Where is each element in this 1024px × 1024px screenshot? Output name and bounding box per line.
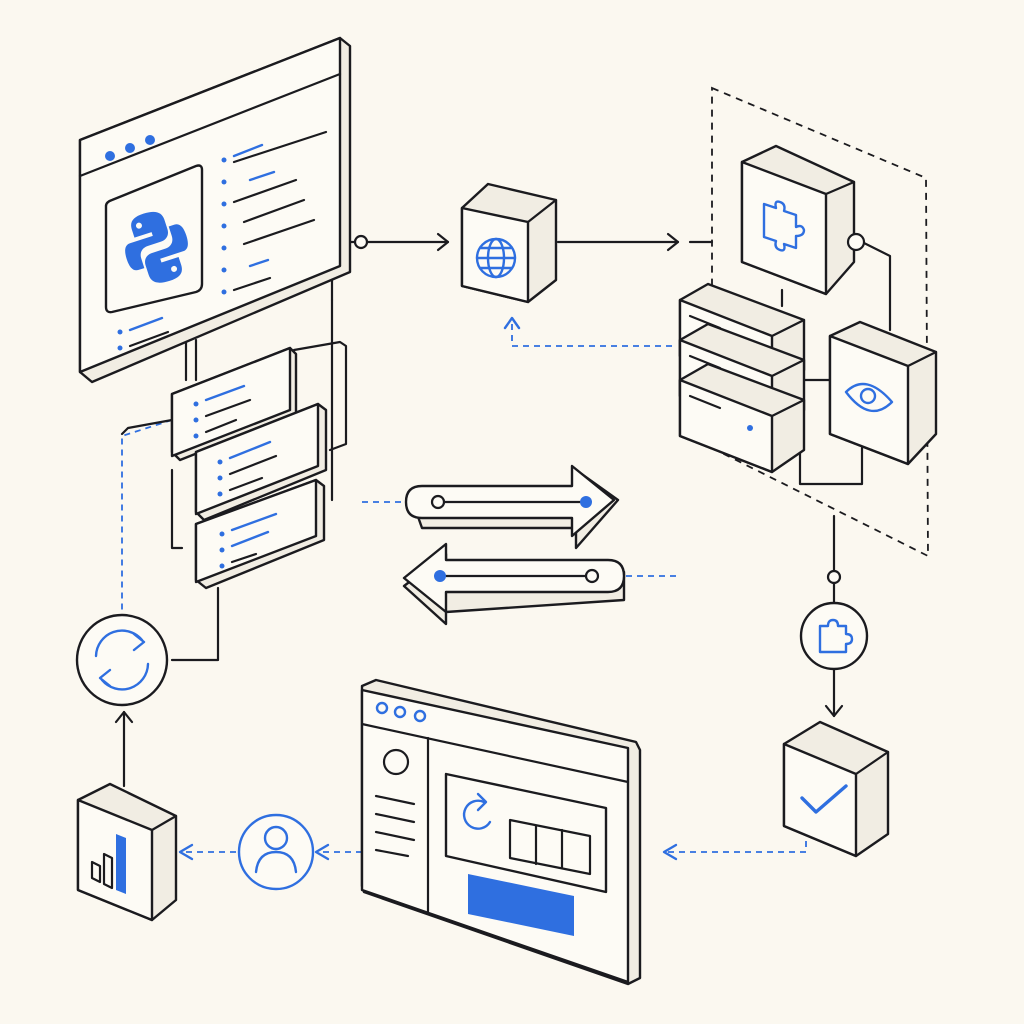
progress-segments bbox=[508, 818, 592, 876]
puzzle-icon bbox=[762, 200, 806, 252]
server-light-icon bbox=[747, 425, 753, 431]
message-queue-stack bbox=[170, 346, 328, 590]
dashboard-card bbox=[444, 772, 608, 894]
server-unit bbox=[678, 362, 806, 474]
check-cube[interactable] bbox=[782, 720, 890, 858]
window-dot-icon bbox=[393, 705, 407, 719]
forward-flow-arrow bbox=[404, 464, 620, 550]
puzzle-icon bbox=[818, 618, 854, 654]
sidebar-lines bbox=[374, 794, 416, 858]
dashboard-window bbox=[360, 678, 642, 986]
connector-lines bbox=[114, 232, 892, 861]
user-badge[interactable] bbox=[237, 813, 315, 891]
plugin-badge[interactable] bbox=[799, 601, 869, 671]
queue-panel bbox=[194, 478, 326, 590]
user-icon bbox=[254, 825, 298, 874]
globe-icon bbox=[475, 237, 517, 279]
backward-flow-arrow bbox=[402, 542, 626, 626]
bar-chart-icon bbox=[90, 834, 126, 894]
server-rack bbox=[678, 282, 806, 474]
primary-action-button[interactable] bbox=[468, 874, 574, 936]
sync-icon bbox=[94, 629, 150, 691]
monitor-cube[interactable] bbox=[828, 320, 938, 466]
code-lines-icon bbox=[219, 512, 278, 569]
code-lines-icon bbox=[217, 440, 278, 497]
code-lines-icon bbox=[193, 384, 252, 439]
python-logo-icon bbox=[125, 211, 188, 283]
window-dot-icon bbox=[125, 143, 135, 153]
avatar bbox=[382, 748, 410, 776]
code-editor-window bbox=[78, 36, 352, 384]
check-icon bbox=[800, 784, 848, 814]
globe-cube[interactable] bbox=[460, 182, 558, 304]
refresh-icon bbox=[462, 792, 492, 830]
plugin-cube[interactable] bbox=[740, 144, 866, 296]
eye-icon bbox=[844, 382, 894, 413]
code-lines-icon bbox=[117, 130, 328, 351]
analytics-cube[interactable] bbox=[76, 782, 178, 922]
queue-panel bbox=[170, 346, 298, 462]
sync-badge[interactable] bbox=[75, 613, 169, 707]
window-dot-icon bbox=[375, 701, 389, 715]
queue-panel bbox=[194, 402, 328, 522]
window-dot-icon bbox=[145, 135, 155, 145]
window-dot-icon bbox=[413, 709, 427, 723]
window-dot-icon bbox=[105, 151, 115, 161]
